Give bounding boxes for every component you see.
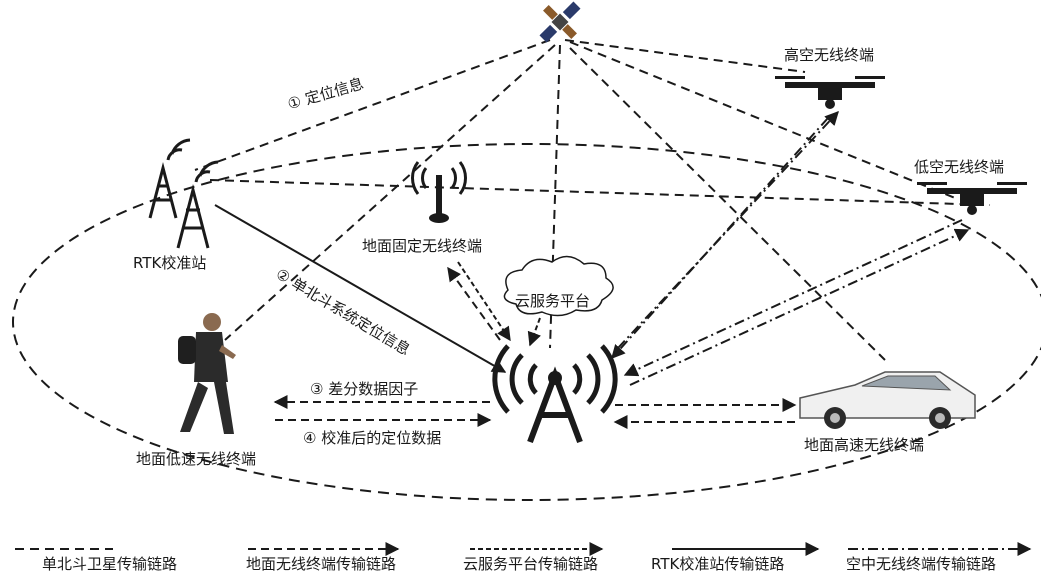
car-label: 地面高速无线终端 — [804, 434, 924, 455]
low-uav-label: 低空无线终端 — [914, 156, 1004, 177]
rtk-tower-icon — [150, 140, 218, 248]
link-label-3: ③ 差分数据因子 — [310, 378, 418, 399]
legend-rtk-link: RTK校准站传输链路 — [651, 553, 784, 574]
high-uav-label: 高空无线终端 — [784, 44, 874, 65]
ground-fixed-label: 地面固定无线终端 — [362, 235, 482, 256]
antenna-icon — [412, 162, 465, 223]
pedestrian-label: 地面低速无线终端 — [136, 448, 256, 469]
cloud-label: 云服务平台 — [515, 290, 590, 311]
base-station-icon — [495, 346, 615, 442]
legend-satellite-link: 单北斗卫星传输链路 — [42, 553, 177, 574]
rtk-label: RTK校准站 — [133, 252, 206, 273]
rtk-link — [215, 205, 505, 372]
legend-ground-link: 地面无线终端传输链路 — [246, 553, 396, 574]
link-label-4: ④ 校准后的定位数据 — [303, 427, 441, 448]
legend-air-link: 空中无线终端传输链路 — [846, 553, 996, 574]
car-icon — [800, 372, 975, 429]
person-icon — [178, 313, 236, 434]
legend-cloud-link: 云服务平台传输链路 — [463, 553, 598, 574]
drone-icon — [775, 76, 885, 109]
air-links — [612, 112, 968, 385]
